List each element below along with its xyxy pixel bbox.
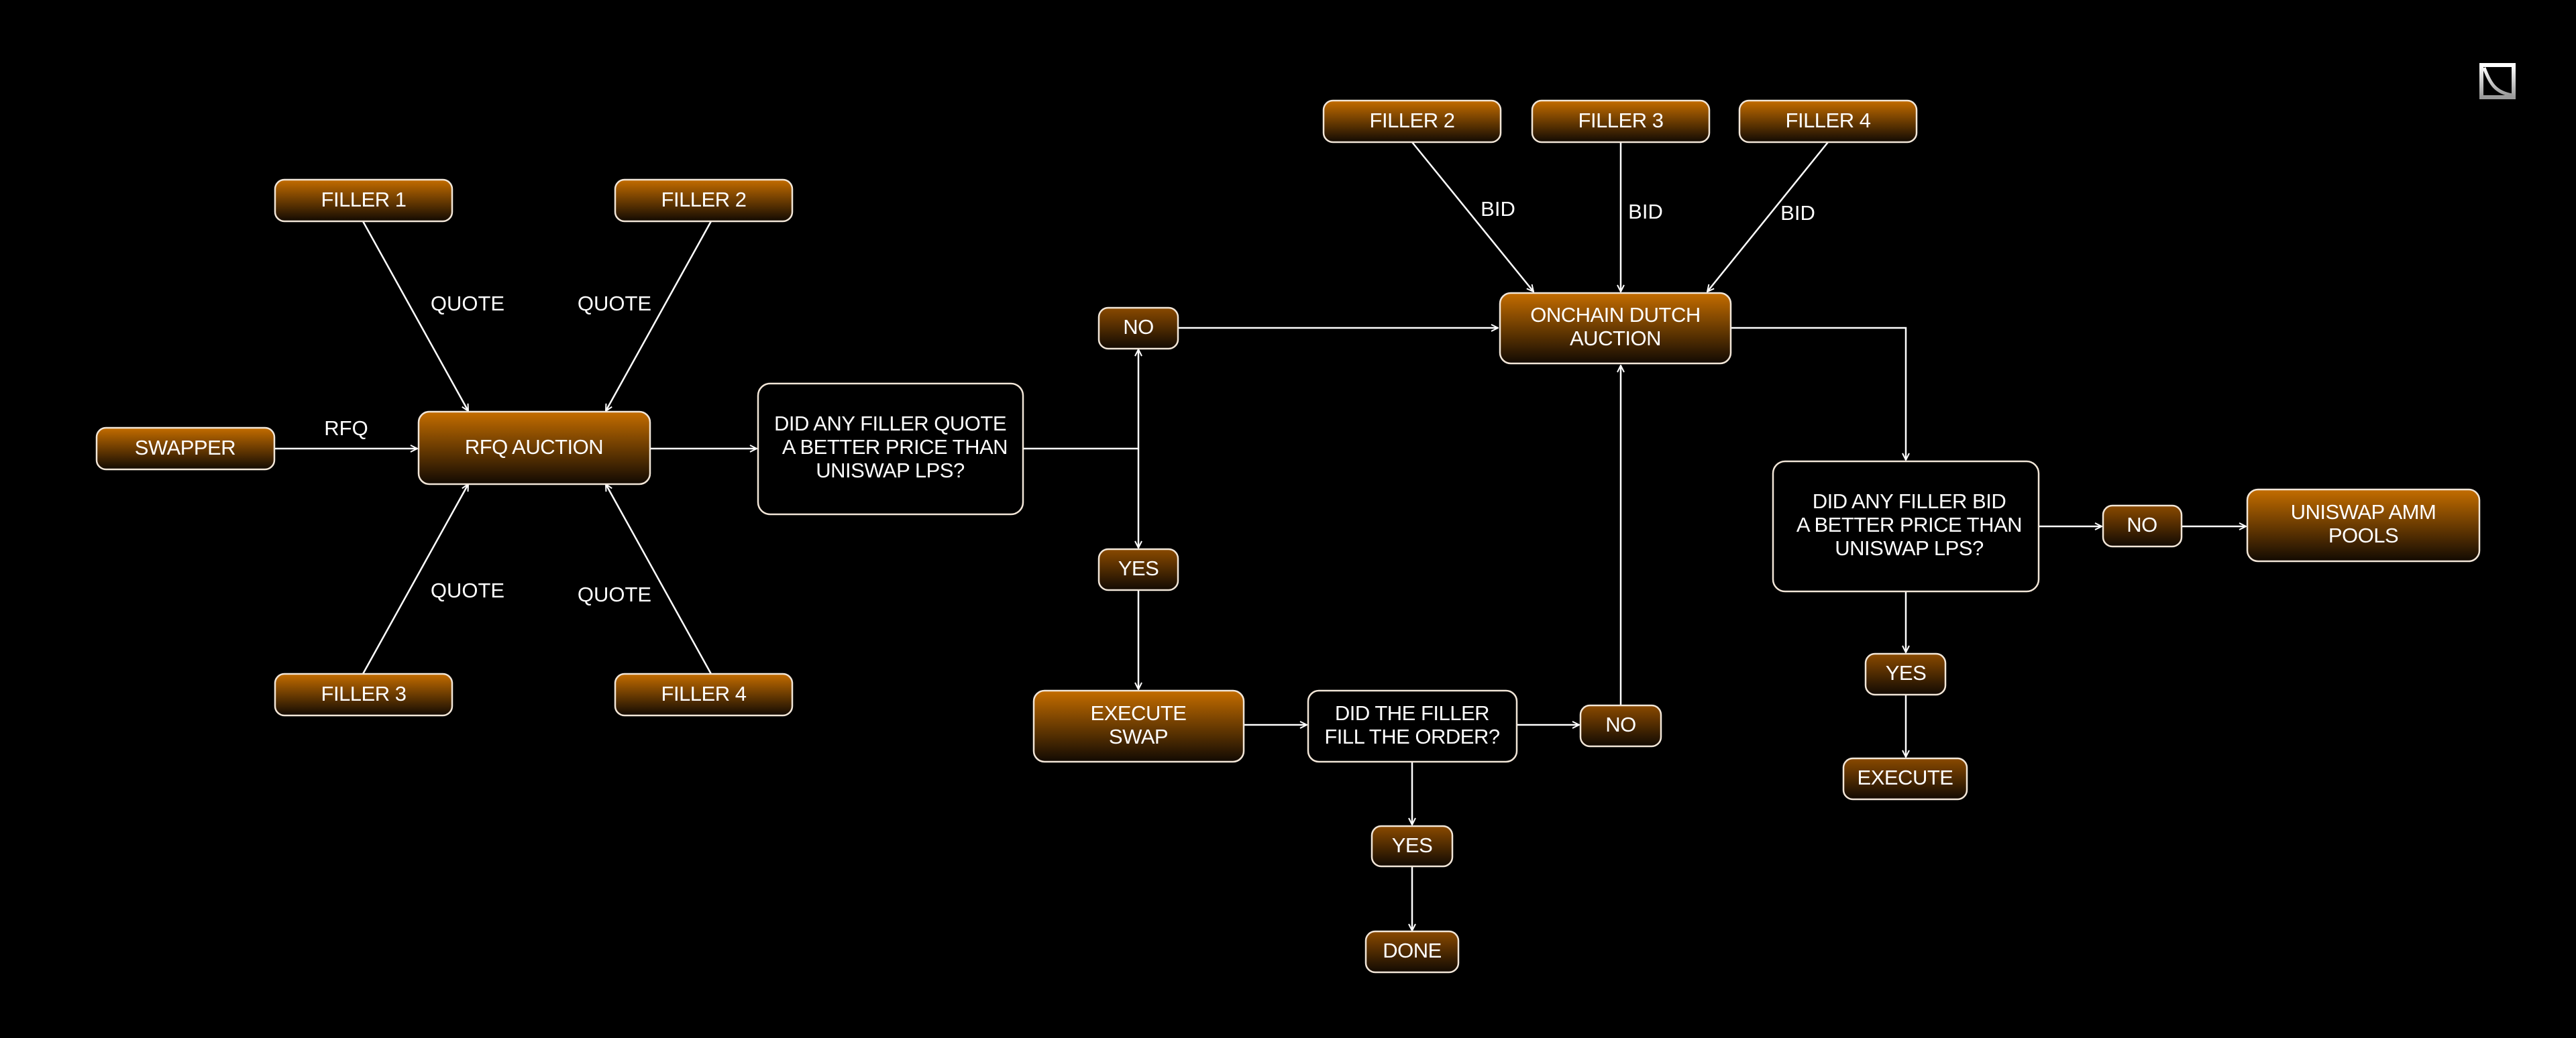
node-filler-3-left-label: FILLER 3 bbox=[321, 682, 407, 705]
node-done[interactable]: DONE bbox=[1364, 930, 1460, 974]
edge-filler2r-dutch bbox=[1411, 141, 1534, 292]
node-decision-bid-line-3: UNISWAP LPS? bbox=[1835, 536, 1984, 560]
node-swapper[interactable]: SWAPPER bbox=[95, 426, 276, 471]
node-rfq-auction-label: RFQ AUCTION bbox=[465, 435, 603, 459]
node-decision-fill-line-1: DID THE FILLER bbox=[1335, 701, 1489, 725]
node-dutch-auction[interactable]: ONCHAIN DUTCH AUCTION bbox=[1499, 292, 1732, 365]
node-filler-1-label: FILLER 1 bbox=[321, 188, 407, 211]
node-filler-2-left-label: FILLER 2 bbox=[661, 188, 747, 211]
node-execute-swap-line-2: SWAP bbox=[1109, 725, 1168, 748]
node-execute-swap-line-1: EXECUTE bbox=[1091, 701, 1187, 725]
node-yes-2[interactable]: YES bbox=[1371, 825, 1454, 868]
edge-label-rfq: RFQ bbox=[324, 416, 368, 440]
node-execute-label: EXECUTE bbox=[1858, 766, 1953, 789]
node-filler-3-right-label: FILLER 3 bbox=[1578, 109, 1664, 132]
node-dutch-auction-line-1: ONCHAIN DUTCH bbox=[1530, 303, 1701, 327]
node-decision-bid-line-2: A BETTER PRICE THAN bbox=[1796, 513, 2022, 536]
node-dutch-auction-line-2: AUCTION bbox=[1570, 327, 1661, 350]
edge-label-quote-3: QUOTE bbox=[431, 579, 504, 602]
edge-label-bid-2: BID bbox=[1628, 200, 1663, 223]
node-decision-quote-line-1: DID ANY FILLER QUOTE bbox=[774, 412, 1006, 435]
edge-filler4-rfq bbox=[604, 484, 712, 675]
node-decision-bid-line-1: DID ANY FILLER BID bbox=[1813, 489, 2006, 513]
edge-filler2-rfq bbox=[604, 221, 712, 411]
node-decision-bid[interactable]: DID ANY FILLER BID A BETTER PRICE THAN U… bbox=[1772, 460, 2040, 593]
edge-label-bid-1: BID bbox=[1481, 197, 1515, 221]
node-yes-1[interactable]: YES bbox=[1097, 548, 1179, 591]
node-uniswap-amm-line-2: POOLS bbox=[2328, 524, 2398, 547]
node-filler-4-right[interactable]: FILLER 4 bbox=[1738, 99, 1918, 143]
edge-label-quote-2: QUOTE bbox=[578, 292, 651, 315]
node-done-label: DONE bbox=[1383, 939, 1442, 962]
node-uniswap-amm-line-1: UNISWAP AMM bbox=[2291, 500, 2436, 524]
node-no-2-label: NO bbox=[1605, 713, 1636, 736]
node-filler-4-left[interactable]: FILLER 4 bbox=[614, 673, 794, 717]
edges bbox=[274, 141, 2246, 931]
edge-label-quote-4: QUOTE bbox=[578, 583, 651, 606]
edge-filler3-rfq bbox=[362, 484, 470, 675]
node-yes-2-label: YES bbox=[1392, 833, 1433, 857]
node-uniswap-amm-pools[interactable]: UNISWAP AMM POOLS bbox=[2246, 488, 2481, 563]
nodes: SWAPPER RFQ AUCTION FILLER 1 FILLER 2 FI… bbox=[95, 99, 2481, 974]
node-no-1-label: NO bbox=[1123, 315, 1154, 339]
node-yes-3[interactable]: YES bbox=[1864, 652, 1947, 696]
node-filler-2-right-label: FILLER 2 bbox=[1370, 109, 1455, 132]
edge-filler4r-dutch bbox=[1707, 141, 1829, 292]
node-decision-quote[interactable]: DID ANY FILLER QUOTE A BETTER PRICE THAN… bbox=[757, 382, 1024, 516]
edge-labels: RFQ QUOTE QUOTE QUOTE QUOTE BID BID BID bbox=[324, 197, 1815, 606]
node-decision-quote-line-3: UNISWAP LPS? bbox=[816, 459, 965, 482]
node-execute[interactable]: EXECUTE bbox=[1842, 757, 1968, 801]
node-filler-2-left[interactable]: FILLER 2 bbox=[614, 178, 794, 223]
node-no-1[interactable]: NO bbox=[1097, 306, 1179, 350]
node-filler-2-right[interactable]: FILLER 2 bbox=[1322, 99, 1502, 143]
edge-label-quote-1: QUOTE bbox=[431, 292, 504, 315]
node-decision-quote-line-2: A BETTER PRICE THAN bbox=[782, 435, 1008, 459]
node-yes-3-label: YES bbox=[1886, 661, 1927, 685]
node-filler-4-right-label: FILLER 4 bbox=[1786, 109, 1871, 132]
edge-label-bid-3: BID bbox=[1780, 201, 1815, 225]
node-rfq-auction[interactable]: RFQ AUCTION bbox=[417, 410, 651, 485]
node-no-3[interactable]: NO bbox=[2102, 504, 2183, 548]
node-execute-swap[interactable]: EXECUTE SWAP bbox=[1032, 689, 1245, 763]
node-filler-3-left[interactable]: FILLER 3 bbox=[274, 673, 453, 717]
node-decision-fill[interactable]: DID THE FILLER FILL THE ORDER? bbox=[1307, 689, 1518, 763]
node-yes-1-label: YES bbox=[1118, 557, 1159, 580]
uniswap-logo-icon bbox=[2479, 63, 2516, 99]
node-filler-4-left-label: FILLER 4 bbox=[661, 682, 747, 705]
node-decision-fill-line-2: FILL THE ORDER? bbox=[1324, 725, 1499, 748]
node-filler-3-right[interactable]: FILLER 3 bbox=[1531, 99, 1711, 143]
edge-dutch-decision2 bbox=[1731, 327, 1906, 460]
node-filler-1[interactable]: FILLER 1 bbox=[274, 178, 453, 223]
node-swapper-label: SWAPPER bbox=[135, 436, 235, 459]
node-no-2[interactable]: NO bbox=[1579, 704, 1662, 748]
edge-filler1-rfq bbox=[362, 221, 470, 411]
node-no-3-label: NO bbox=[2127, 513, 2157, 536]
